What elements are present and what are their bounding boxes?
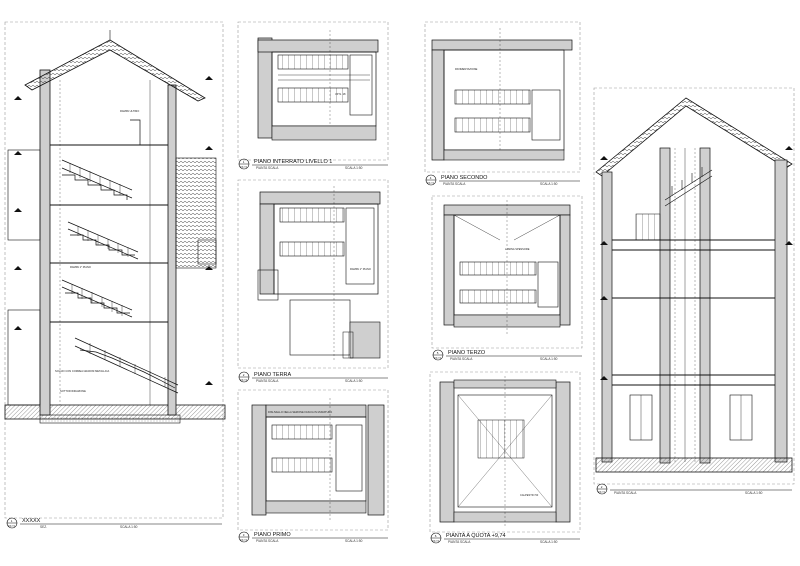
view-subtitle: PIANTA SCALA bbox=[614, 491, 637, 495]
view-subtitle: PIANTA SCALA bbox=[448, 540, 471, 544]
view-title: PIANTA A QUOTA +9,74 bbox=[446, 533, 506, 539]
view-number: 5 bbox=[437, 351, 439, 355]
section-view-right: 2 XX.Y1 PIANTA SCALA SCALA 1:50 bbox=[593, 87, 795, 495]
section-note: SOLAIO CON CORREA GRADINI METALLICA bbox=[55, 369, 110, 373]
view-title-block: 2 XX.Y1 PIANO TERRA PIANTA SCALA SCALA 1… bbox=[238, 371, 388, 383]
plan-view-interrato: UP N. 18 1 XX.Y1 PIANO INTERRATO LIVELLO… bbox=[237, 21, 389, 170]
view-title: PIANO SECONDO bbox=[441, 175, 488, 181]
view-title-block: 4 XX.Y1 PIANO SECONDO PIANTA SCALA SCALA… bbox=[425, 174, 580, 186]
plan-note: PAVIMENTAZIONE bbox=[455, 67, 478, 71]
view-title: PIANO TERRA bbox=[254, 372, 292, 378]
view-title: PIANO INTERRATO LIVELLO 1 bbox=[254, 159, 332, 165]
view-scale: SCALA 1:50 bbox=[345, 166, 363, 170]
view-number: 2 bbox=[601, 485, 603, 489]
view-scale: SCALA 1:50 bbox=[120, 525, 138, 529]
view-number: 6 bbox=[435, 534, 437, 538]
view-scale: SCALA 1:50 bbox=[540, 357, 558, 361]
view-title-block: 2 XX.Y1 PIANTA SCALA SCALA 1:50 bbox=[596, 483, 792, 495]
plan-view-primo: DISLIVELLO NELLA SEZIONE FASCIA IN MURAT… bbox=[237, 389, 389, 543]
view-ref: XX.Y1 bbox=[240, 538, 248, 542]
view-subtitle: PIANTA SCALA bbox=[450, 357, 473, 361]
view-subtitle: SEZ. bbox=[40, 525, 47, 529]
view-scale: SCALA 1:50 bbox=[540, 540, 558, 544]
view-scale: SCALA 1:50 bbox=[345, 539, 363, 543]
plan-note: LAMINA SPESSORE bbox=[505, 247, 530, 251]
view-ref: XX.Y1 bbox=[8, 524, 16, 528]
view-title: XXXXX bbox=[22, 518, 41, 524]
view-subtitle: PIANTA SCALA bbox=[256, 539, 279, 543]
view-ref: XX.Y1 bbox=[434, 356, 442, 360]
section-note: SOTTOFONDAZIONE bbox=[60, 389, 86, 393]
view-scale: SCALA 1:50 bbox=[540, 182, 558, 186]
plan-view-quota: CALPESTIO 50 6 XX.Y1 PIANTA A QUOTA +9,7… bbox=[429, 371, 581, 544]
view-subtitle: PIANTA SCALA bbox=[256, 166, 279, 170]
plan-note: CALPESTIO 50 bbox=[520, 493, 539, 497]
view-title-block: 6 XX.Y1 PIANTA A QUOTA +9,74 PIANTA SCAL… bbox=[430, 532, 580, 544]
view-scale: SCALA 1:50 bbox=[345, 379, 363, 383]
view-title-block: 5 XX.Y1 PIANO TERZO PIANTA SCALA SCALA 1… bbox=[432, 349, 582, 361]
view-title-block: 3 XX.Y1 PIANO PRIMO PIANTA SCALA SCALA 1… bbox=[238, 531, 388, 543]
view-number: 2 bbox=[243, 373, 245, 377]
plan-view-terzo: LAMINA SPESSORE 5 XX.Y1 PIANO TERZO PIAN… bbox=[431, 195, 583, 361]
view-number: 3 bbox=[243, 533, 245, 537]
view-ref: XX.Y1 bbox=[427, 181, 435, 185]
plan-view-secondo: PAVIMENTAZIONE 4 XX.Y1 PIANO SECONDO PIA… bbox=[424, 21, 581, 186]
view-title-block: 1 XX.Y1 XXXXX SEZ. SCALA 1:50 bbox=[6, 517, 222, 529]
view-number: 1 bbox=[243, 160, 245, 164]
view-subtitle: PIANTA SCALA bbox=[443, 182, 466, 186]
view-subtitle: PIANTA SCALA bbox=[256, 379, 279, 383]
plan-note: RAMPA 1° PIANO bbox=[350, 267, 371, 271]
plan-note: DISLIVELLO NELLA SEZIONE FASCIA IN MURAT… bbox=[268, 410, 332, 414]
view-number: 4 bbox=[430, 176, 432, 180]
section-note: RAMPA ULTIMO bbox=[120, 109, 139, 113]
view-scale: SCALA 1:50 bbox=[745, 491, 763, 495]
section-note: RAMPA 1° PIANO bbox=[70, 265, 91, 269]
plan-view-terra: RAMPA 1° PIANO 2 XX.Y1 PIANO TERRA PIANT… bbox=[237, 179, 389, 383]
view-ref: XX.Y1 bbox=[240, 378, 248, 382]
view-title: PIANO PRIMO bbox=[254, 532, 291, 538]
view-title-block: 1 XX.Y1 PIANO INTERRATO LIVELLO 1 PIANTA… bbox=[238, 158, 388, 170]
section-view-left: RAMPA ULTIMO RAMPA 1° PIANO SOLAIO CON C… bbox=[4, 21, 226, 529]
view-ref: XX.Y1 bbox=[598, 490, 606, 494]
view-ref: XX.Y1 bbox=[432, 539, 440, 543]
view-number: 1 bbox=[11, 519, 13, 523]
plan-note: UP N. 18 bbox=[335, 92, 346, 96]
view-ref: XX.Y1 bbox=[240, 165, 248, 169]
view-title: PIANO TERZO bbox=[448, 350, 486, 356]
